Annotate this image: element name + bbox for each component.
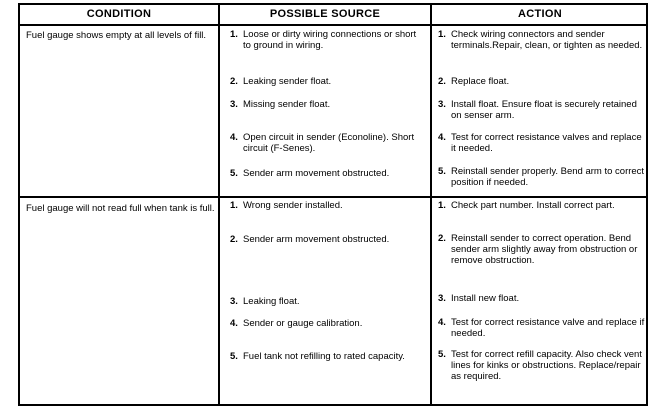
action-text: Replace float.	[451, 76, 510, 87]
action-item: 4. Test for correct resistance valve and …	[438, 317, 646, 339]
item-number: 1.	[230, 200, 238, 211]
source-item: 2. Sender arm movement obstructed.	[230, 234, 426, 245]
source-text: Open circuit in sender (Econoline). Shor…	[243, 132, 415, 154]
action-text: Reinstall sender properly. Bend arm to c…	[451, 166, 645, 188]
condition-cell: Fuel gauge will not read full when tank …	[26, 203, 215, 214]
condition-cell: Fuel gauge shows empty at all levels of …	[26, 30, 207, 41]
action-text: Test for correct resistance valves and r…	[451, 132, 642, 154]
action-item: 3. Install float. Ensure float is securel…	[438, 99, 646, 121]
source-text: Leaking sender float.	[243, 76, 332, 87]
action-item: 2. Reinstall sender to correct operation.…	[438, 233, 646, 266]
item-number: 4.	[230, 318, 238, 329]
item-number: 5.	[230, 168, 238, 179]
header-condition: CONDITION	[86, 8, 152, 20]
item-number: 4.	[438, 132, 446, 143]
action-text: Test for correct resistance valve and re…	[451, 317, 645, 339]
item-number: 4.	[230, 132, 238, 143]
source-text: Fuel tank not refilling to rated capacit…	[243, 351, 405, 362]
item-number: 1.	[438, 200, 446, 211]
action-text: Install float. Ensure float is securely …	[451, 99, 637, 121]
source-text: Sender arm movement obstructed.	[243, 168, 390, 179]
action-item: 3. Install new float.	[438, 293, 646, 304]
action-item: 5. Reinstall sender properly. Bend arm to…	[438, 166, 646, 188]
column-divider	[430, 5, 432, 404]
source-text: Missing sender float.	[243, 99, 331, 110]
source-item: 1. Loose or dirty wiring connections or s…	[230, 29, 426, 51]
header-possible-source: POSSIBLE SOURCE	[269, 8, 381, 20]
item-number: 3.	[438, 99, 446, 110]
item-number: 2.	[230, 76, 238, 87]
source-item: 5. Fuel tank not refilling to rated capac…	[230, 351, 426, 362]
item-number: 1.	[230, 29, 238, 40]
column-divider	[218, 5, 220, 404]
item-number: 1.	[438, 29, 446, 40]
source-text: Sender arm movement obstructed.	[243, 234, 390, 245]
source-item: 1. Wrong sender installed.	[230, 200, 426, 211]
source-item: 4. Open circuit in sender (Econoline). Sh…	[230, 132, 426, 154]
source-text: Loose or dirty wiring connections or sho…	[243, 29, 417, 51]
action-text: Check wiring connectors and sender termi…	[451, 29, 643, 51]
item-number: 2.	[230, 234, 238, 245]
item-number: 3.	[438, 293, 446, 304]
item-number: 2.	[438, 233, 446, 244]
item-number: 5.	[438, 166, 446, 177]
source-item: 3. Missing sender float.	[230, 99, 426, 110]
source-text: Leaking float.	[243, 296, 300, 307]
source-item: 4. Sender or gauge calibration.	[230, 318, 426, 329]
action-item: 2. Replace float.	[438, 76, 646, 87]
source-text: Sender or gauge calibration.	[243, 318, 363, 329]
item-number: 3.	[230, 296, 238, 307]
source-item: 2. Leaking sender float.	[230, 76, 426, 87]
action-text: Reinstall sender to correct operation. B…	[451, 233, 638, 266]
action-text: Install new float.	[451, 293, 520, 304]
item-number: 5.	[230, 351, 238, 362]
header-action: ACTION	[518, 8, 562, 20]
source-item: 3. Leaking float.	[230, 296, 426, 307]
source-item: 5. Sender arm movement obstructed.	[230, 168, 426, 179]
action-item: 1. Check part number. Install correct par…	[438, 200, 646, 211]
source-text: Wrong sender installed.	[243, 200, 343, 211]
header-divider	[20, 24, 646, 26]
action-item: 4. Test for correct resistance valves and…	[438, 132, 646, 154]
troubleshooting-table: CONDITION POSSIBLE SOURCE ACTION Fuel ga…	[18, 3, 648, 406]
action-text: Test for correct refill capacity. Also c…	[451, 349, 642, 382]
item-number: 5.	[438, 349, 446, 360]
row-divider	[20, 196, 646, 198]
item-number: 3.	[230, 99, 238, 110]
action-item: 1. Check wiring connectors and sender ter…	[438, 29, 646, 51]
action-item: 5. Test for correct refill capacity. Also…	[438, 349, 646, 382]
item-number: 4.	[438, 317, 446, 328]
action-text: Check part number. Install correct part.	[451, 200, 615, 211]
item-number: 2.	[438, 76, 446, 87]
